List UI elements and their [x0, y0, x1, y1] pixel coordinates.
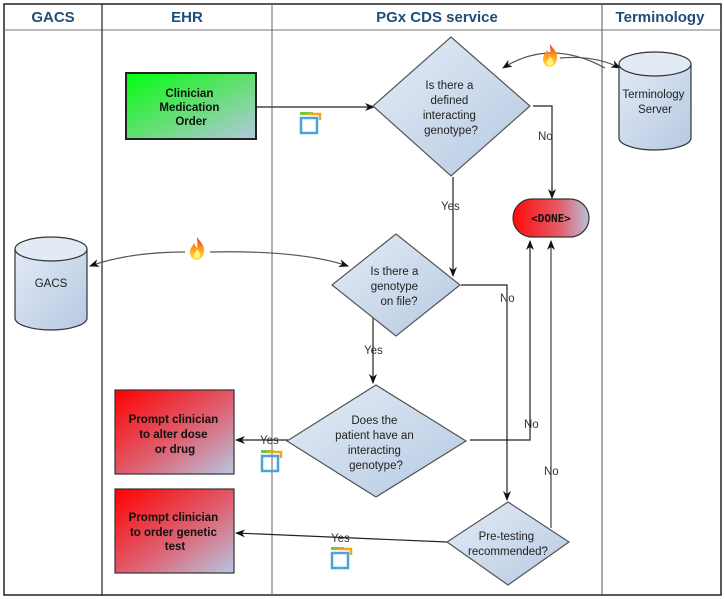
lane-title-gacs: GACS — [31, 9, 74, 26]
label-pretest-yes: Yes — [331, 533, 350, 545]
order-test-line-3: test — [165, 541, 186, 553]
terminology-line-1: Terminology — [622, 89, 684, 101]
alter-line-2: to alter dose — [139, 429, 207, 441]
q-onfile-line-3: on file? — [380, 296, 417, 308]
label-defined-no: No — [538, 131, 553, 143]
action-prompt-order-genetic-test[interactable]: Prompt clinician to order genetic test — [114, 488, 235, 574]
swimlane-frame — [3, 3, 722, 596]
svg-text:Pre-testing recommended?: Pre-testing recommended? — [468, 531, 548, 558]
lane-title-pgx-cds-service: PGx CDS service — [376, 9, 498, 26]
terminator-done[interactable]: <DONE> — [512, 198, 590, 238]
fhir-window-icon — [330, 547, 353, 570]
order-line-1: Clinician — [165, 88, 213, 100]
edge-gacs-to-onfile — [209, 251, 349, 267]
order-test-line-1: Prompt clinician — [129, 512, 218, 524]
q-defined-line-3: interacting — [423, 110, 476, 122]
q-patient-line-3: interacting — [348, 445, 401, 457]
done-label: <DONE> — [531, 212, 571, 225]
q-defined-line-4: genotype? — [424, 125, 478, 137]
label-patient-no: No — [524, 419, 539, 431]
edges — [89, 52, 621, 543]
q-pretest-line-1: Pre-testing — [479, 531, 535, 543]
decision-patient-interacting-genotype[interactable]: Does the patient have an interacting gen… — [285, 384, 468, 498]
terminology-line-2: Server — [638, 104, 672, 116]
decision-genotype-on-file[interactable]: Is there a genotype on file? — [331, 233, 461, 337]
q-defined-line-2: defined — [431, 95, 469, 107]
datastore-terminology-server[interactable]: Terminology Server — [618, 51, 692, 151]
fire-icon — [190, 237, 205, 260]
alter-line-1: Prompt clinician — [129, 414, 218, 426]
q-patient-line-4: genotype? — [349, 460, 403, 472]
q-onfile-line-2: genotype — [371, 281, 418, 293]
label-pretest-no: No — [544, 466, 559, 478]
datastore-gacs[interactable]: GACS — [14, 236, 88, 331]
order-line-2: Medication — [159, 102, 219, 114]
svg-text:Clinician Medication: Clinician Medication Order — [159, 88, 222, 128]
edge-patient-no-to-done — [470, 240, 534, 441]
label-defined-yes: Yes — [441, 201, 460, 213]
gacs-db-label: GACS — [35, 278, 68, 290]
edge-terminology-from-defined — [559, 56, 621, 69]
fhir-window-icon — [260, 450, 283, 473]
q-patient-line-2: patient have an — [335, 430, 414, 442]
q-onfile-line-1: Is there a — [370, 266, 419, 278]
label-onfile-no: No — [500, 293, 515, 305]
action-prompt-alter-dose[interactable]: Prompt clinician to alter dose or drug — [114, 389, 235, 475]
order-test-line-2: to order genetic — [130, 527, 218, 539]
svg-text:Is there a defined: Is there a defined interacting genotype? — [423, 80, 479, 137]
fire-icon — [543, 44, 558, 67]
decision-pre-testing-recommended[interactable]: Pre-testing recommended? — [445, 501, 571, 586]
lane-title-terminology: Terminology — [616, 9, 706, 26]
edge-onfile-to-gacs — [89, 251, 186, 267]
edge-onfile-no-to-pretest — [461, 284, 511, 501]
alter-line-3: or drug — [155, 444, 195, 456]
svg-text:Terminology Server: Terminology Server — [622, 89, 687, 116]
order-line-3: Order — [175, 116, 207, 128]
svg-text:Is there a genotype: Is there a genotype on file? — [370, 266, 421, 308]
node-clinician-medication-order[interactable]: Clinician Medication Order — [125, 72, 257, 140]
svg-text:Prompt clinician to alte: Prompt clinician to alter dose or drug — [129, 414, 222, 456]
edge-pretest-yes-to-order — [235, 529, 448, 543]
svg-text:Prompt clinician to orde: Prompt clinician to order genetic test — [129, 512, 222, 553]
lane-title-ehr: EHR — [171, 9, 203, 26]
q-defined-line-1: Is there a — [425, 80, 474, 92]
label-onfile-yes: Yes — [364, 345, 383, 357]
edge-defined-no-to-done — [533, 105, 556, 199]
decision-defined-interacting-genotype[interactable]: Is there a defined interacting genotype? — [372, 36, 531, 177]
q-patient-line-1: Does the — [351, 415, 397, 427]
q-pretest-line-2: recommended? — [468, 546, 548, 558]
fhir-window-icon — [299, 112, 322, 135]
label-patient-yes: Yes — [260, 435, 279, 447]
svg-text:Does the patient have an: Does the patient have an interacting gen… — [335, 415, 417, 472]
